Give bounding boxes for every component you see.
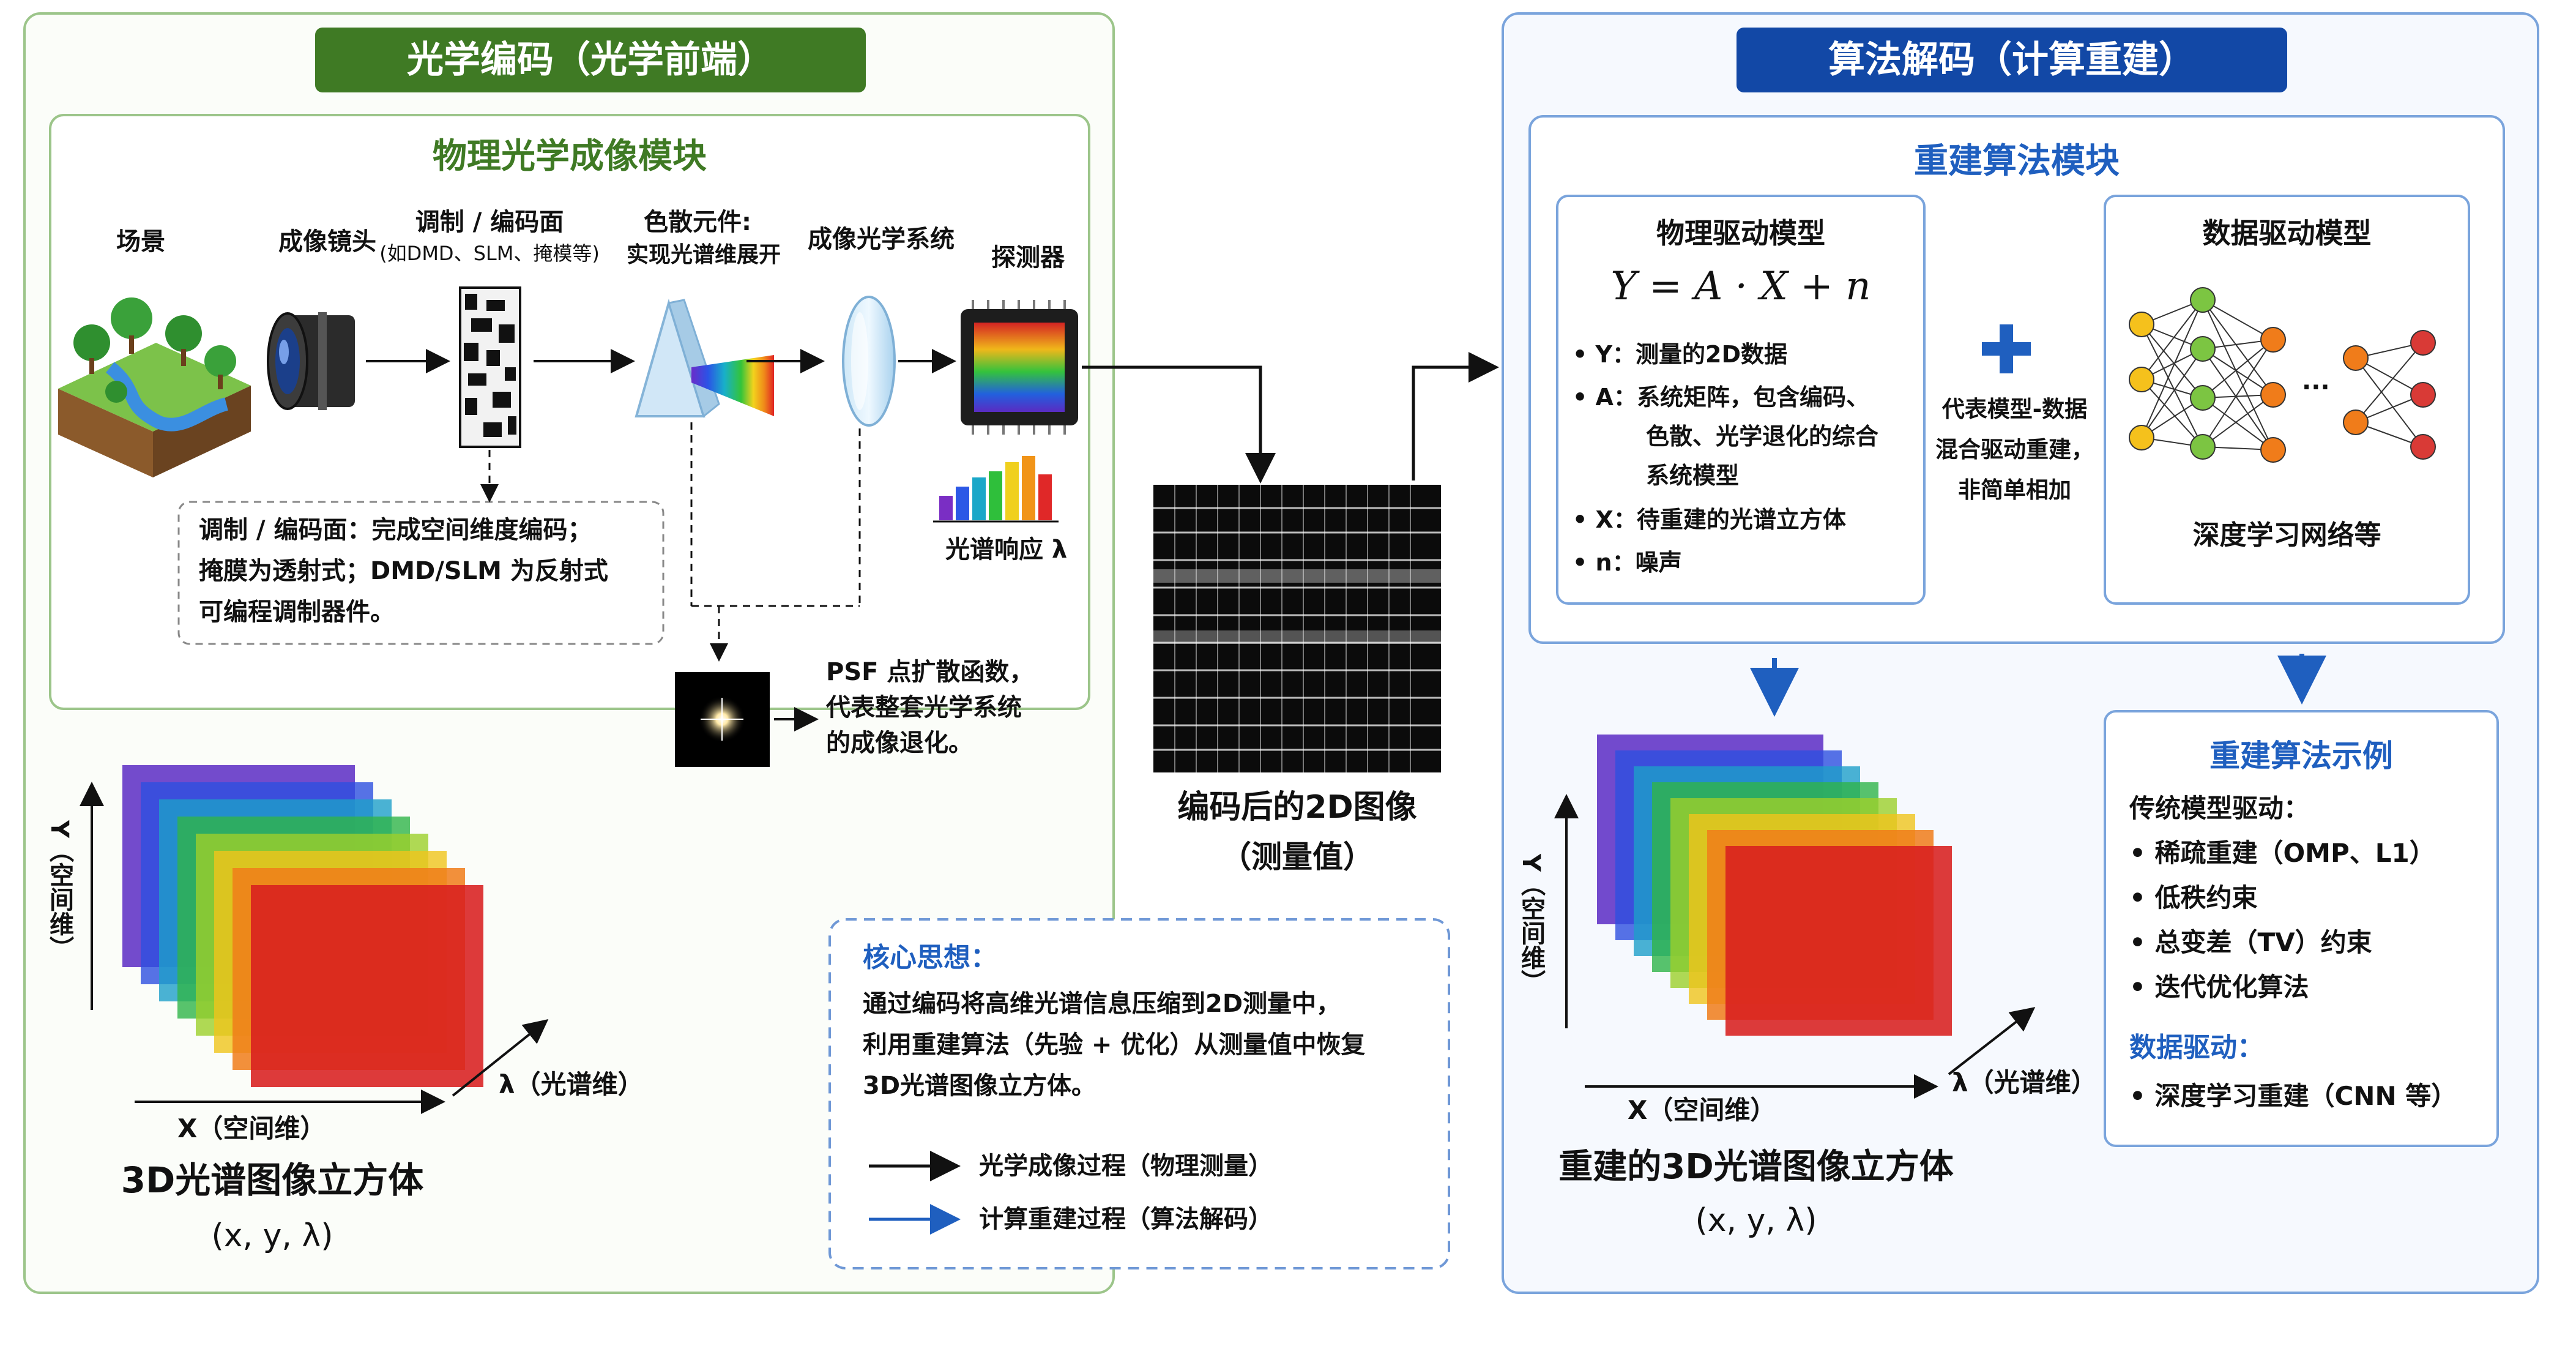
plus-note-line-1: 代表模型-数据: [1941, 396, 2088, 422]
psf-note-line-2: 代表整套光学系统: [826, 694, 1022, 722]
physics-item-a-cont-1: 色散、光学退化的综合: [1646, 423, 1879, 450]
component-label-imaging-optics: 成像光学系统: [808, 225, 955, 253]
right-cube-x-axis-label: X（空间维）: [1628, 1095, 1776, 1125]
plus-note-line-2: 混合驱动重建，: [1935, 436, 2094, 463]
psf-note-line-1: PSF 点扩散函数，: [826, 658, 1034, 686]
optical-module-title: 物理光学成像模块: [433, 136, 707, 176]
imaging-lens-icon: [842, 296, 896, 427]
left-banner: 光学编码（光学前端）: [315, 28, 866, 92]
reconstruction-module-title: 重建算法模块: [1914, 141, 2120, 181]
scene-icon: [58, 297, 251, 477]
psf-image: [675, 672, 770, 767]
left-cube-lambda-axis-label: λ（光谱维）: [499, 1069, 644, 1099]
reconstructed-spectral-cube: [1597, 735, 1952, 1036]
examples-title: 重建算法示例: [2209, 738, 2393, 774]
physics-item-x: X：待重建的光谱立方体: [1573, 506, 1846, 534]
measurement-subtitle: （测量值）: [1221, 839, 1374, 875]
component-label-detector: 探测器: [991, 244, 1065, 272]
legend-optical-label: 光学成像过程（物理测量）: [979, 1152, 1273, 1180]
psf-note-line-3: 的成像退化。: [826, 729, 973, 757]
camera-lens-icon: [267, 312, 355, 410]
physics-item-n: n：噪声: [1573, 549, 1682, 577]
core-idea-line-2: 利用重建算法（先验 + 优化）从测量值中恢复: [863, 1031, 1366, 1059]
spectral-response-bars: [933, 456, 1059, 523]
right-cube-y-axis-label: Y（空间维）: [1517, 854, 1545, 994]
core-idea-box: [828, 918, 1450, 1269]
mask-note-line-2: 掩膜为透射式；DMD/SLM 为反射式: [199, 557, 608, 585]
core-idea-line-1: 通过编码将高维光谱信息压缩到2D测量中，: [863, 990, 1341, 1018]
component-sub-disperser: 实现光谱维展开: [626, 242, 781, 267]
plus-icon: [1982, 324, 2031, 373]
component-label-mask: 调制 / 编码面: [415, 208, 564, 236]
traditional-item-4: 迭代优化算法: [2129, 972, 2309, 1002]
plus-note-line-3: 非简单相加: [1958, 477, 2071, 503]
neural-network-icon: [2129, 287, 2436, 463]
right-cube-subtitle: (x, y, λ): [1695, 1202, 1817, 1239]
traditional-title: 传统模型驱动：: [2129, 793, 2310, 823]
physics-model-title: 物理驱动模型: [1656, 217, 1825, 250]
left-cube-title: 3D光谱图像立方体: [121, 1159, 424, 1201]
mask-note-box: [177, 501, 664, 645]
legend-reconstruction-label: 计算重建过程（算法解码）: [979, 1205, 1273, 1233]
physics-item-y: Y：测量的2D数据: [1573, 341, 1788, 368]
left-cube-y-axis-label: Y（空间维）: [45, 820, 73, 960]
detector-icon: [961, 300, 1078, 435]
left-spectral-cube: [122, 765, 483, 1087]
component-label-scene: 场景: [116, 228, 165, 256]
data-model-caption: 深度学习网络等: [2192, 520, 2381, 551]
network-ellipsis: ···: [2302, 373, 2330, 402]
spectral-response-label: 光谱响应 λ: [945, 536, 1068, 564]
traditional-item-1: 稀疏重建（OMP、L1）: [2129, 838, 2435, 868]
coded-measurement-image: [1153, 485, 1441, 772]
core-idea-title: 核心思想：: [863, 942, 997, 973]
data-model-title: 数据驱动模型: [2202, 217, 2372, 250]
data-driven-item-1: 深度学习重建（CNN 等）: [2129, 1081, 2457, 1111]
physics-item-a: A：系统矩阵，包含编码、: [1573, 384, 1869, 411]
left-cube-x-axis-label: X（空间维）: [177, 1113, 326, 1143]
prism-icon: [635, 298, 774, 418]
core-idea-line-3: 3D光谱图像立方体。: [863, 1072, 1096, 1100]
mask-note-line-3: 可编程调制器件。: [199, 598, 395, 626]
physics-item-a-cont-2: 系统模型: [1646, 462, 1740, 489]
component-sub-mask: (如DMD、SLM、掩模等): [379, 242, 600, 265]
measurement-title: 编码后的2D图像: [1177, 789, 1417, 826]
traditional-item-2: 低秩约束: [2129, 883, 2257, 913]
mask-note-line-1: 调制 / 编码面：完成空间维度编码；: [199, 516, 592, 544]
physics-equation: Y = A · X + n: [1610, 264, 1871, 309]
data-driven-title: 数据驱动：: [2129, 1032, 2264, 1063]
component-label-disperser: 色散元件:: [644, 208, 751, 236]
left-cube-subtitle: (x, y, λ): [211, 1217, 333, 1254]
coded-mask-icon: [459, 286, 521, 448]
traditional-item-3: 总变差（TV）约束: [2129, 927, 2372, 957]
component-label-lens: 成像镜头: [278, 228, 376, 256]
right-banner: 算法解码（计算重建）: [1737, 28, 2287, 92]
right-cube-title: 重建的3D光谱图像立方体: [1558, 1147, 1954, 1187]
right-cube-lambda-axis-label: λ（光谱维）: [1952, 1067, 2097, 1097]
